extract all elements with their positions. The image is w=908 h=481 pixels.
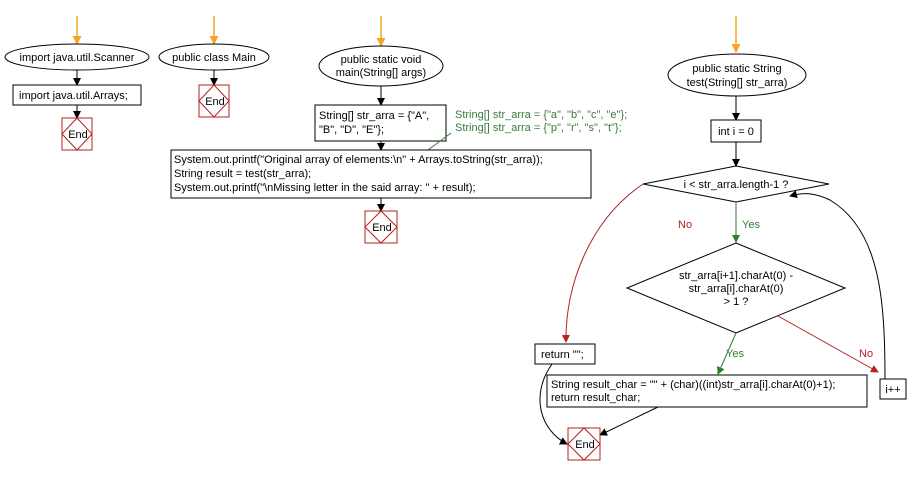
flow-main-method: public static void main(String[] args) S… (170, 16, 627, 244)
result-box (546, 374, 868, 408)
init-box (314, 104, 447, 142)
comment-connector (427, 132, 452, 151)
start-label: public class Main (172, 52, 256, 64)
connector-arrow (599, 406, 659, 436)
end-diamond (364, 210, 398, 244)
start-label: import java.util.Scanner (20, 52, 135, 64)
init-label: int i = 0 (718, 126, 754, 138)
end-diamond (61, 117, 93, 151)
loop-decision-label: i < str_arra.length-1 ? (684, 179, 789, 191)
flow-import-scanner: import java.util.Scanner import java.uti… (4, 16, 150, 151)
print-box (170, 149, 592, 199)
init-label-line1: String[] str_arra = {"A", (319, 110, 429, 122)
flow-main-class: public class Main End (158, 16, 270, 118)
end-label: End (575, 439, 595, 451)
start-label-line1: public static String (692, 63, 781, 75)
no-label: No (678, 219, 692, 231)
print-label-line1: System.out.printf("Original array of ele… (174, 154, 543, 166)
print-label-line2: String result = test(str_arra); (174, 168, 311, 180)
no-branch-line (561, 183, 644, 343)
result-label-line2: return result_char; (551, 392, 640, 404)
result-label-line1: String result_char = "" + (char)((int)st… (551, 379, 835, 391)
end-label: End (372, 222, 392, 234)
connector-arrow (539, 363, 568, 445)
return-empty-box (534, 343, 596, 365)
increment-box (879, 378, 907, 400)
process-label: import java.util.Arrays; (19, 90, 128, 102)
no2-label: No (859, 348, 873, 360)
comment-line1: String[] str_arra = {"a", "b", "c", "e"}… (455, 109, 627, 121)
init-label-line2: "B", "D", "E"}; (319, 124, 384, 136)
end-label: End (205, 96, 225, 108)
no2-branch-line (777, 315, 879, 373)
start-terminal (318, 45, 444, 87)
yes2-branch-line (717, 332, 737, 375)
inner-label-line2: str_arra[i].charAt(0) (689, 283, 784, 295)
comment-line2: String[] str_arra = {"p", "r", "s", "t"}… (455, 122, 622, 134)
start-label-line2: main(String[] args) (336, 67, 426, 79)
loop-back-line (789, 190, 886, 380)
end-diamond (198, 84, 230, 118)
flow-test-method: public static String test(String[] str_a… (534, 16, 907, 461)
start-label-line2: test(String[] str_arra) (687, 77, 788, 89)
return-empty-label: return ""; (541, 349, 584, 361)
inner-label-line1: str_arra[i+1].charAt(0) - (679, 270, 793, 282)
start-terminal (667, 53, 807, 97)
end-diamond (567, 427, 601, 461)
increment-label: i++ (885, 384, 900, 396)
end-label: End (68, 129, 88, 141)
inner-label-line3: > 1 ? (724, 296, 749, 308)
start-label-line1: public static void (341, 54, 422, 66)
print-label-line3: System.out.printf("\nMissing letter in t… (174, 182, 476, 194)
yes2-label: Yes (726, 348, 744, 360)
yes-label: Yes (742, 219, 760, 231)
